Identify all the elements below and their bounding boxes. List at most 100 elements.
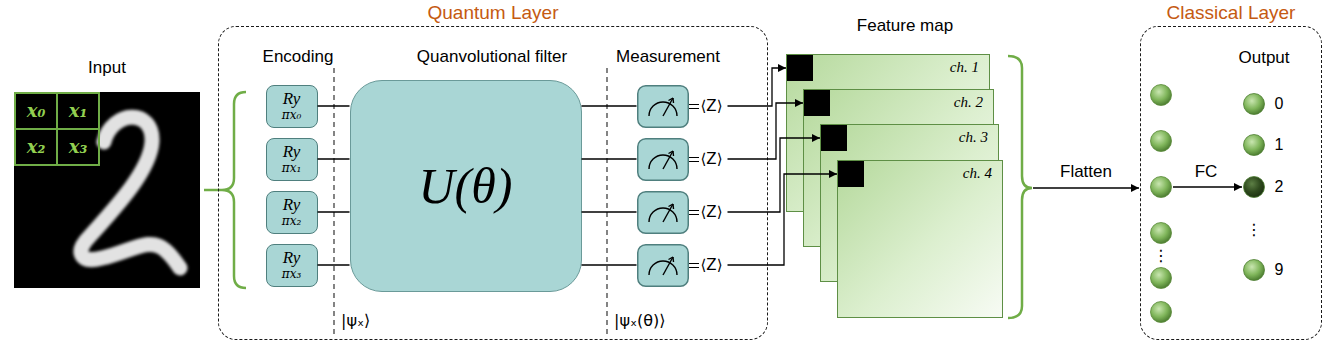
neuron-shape <box>1243 176 1265 198</box>
feature-channel: ch. 4 <box>837 160 1003 318</box>
qubit-wire <box>318 211 350 212</box>
pixel-cell: x₀ <box>14 92 58 130</box>
output-neuron: 1 <box>1243 134 1265 156</box>
meter-box <box>637 191 688 233</box>
node-label: Ry <box>283 143 301 161</box>
section-label: Quanvolutional filter <box>417 47 567 67</box>
neuron-circle <box>1243 93 1264 114</box>
node-label: x₃ <box>69 137 88 157</box>
measurement: ⟨Z⟩ <box>637 138 728 181</box>
qubit-wire <box>318 105 350 106</box>
label-slot: ⋮ <box>1153 246 1169 265</box>
node-label: πx₃ <box>282 267 301 282</box>
node-label: ⟨Z⟩ <box>701 150 723 168</box>
rotation-gate: Ryπx₃ <box>266 244 318 287</box>
node-label: Ry <box>283 196 301 214</box>
label-slot: Encoding <box>263 47 334 67</box>
node-label: πx₂ <box>282 214 301 229</box>
node-label: x₁ <box>69 101 88 121</box>
node-label: U(θ) <box>419 158 513 214</box>
meter-dial <box>649 155 677 169</box>
neuron-shape <box>1243 93 1265 115</box>
neuron-circle <box>1243 134 1264 155</box>
classical-wire <box>689 157 699 161</box>
mnist-image <box>14 92 200 288</box>
quantum-layer: Ryπx₀Ryπx₁Ryπx₂Ryπx₃U(θ)⟨Z⟩⟨Z⟩⟨Z⟩⟨Z⟩Quan… <box>218 26 768 340</box>
node-label: 1 <box>1275 134 1284 156</box>
neuron-circle <box>1243 176 1264 197</box>
meter-needle <box>663 151 673 169</box>
rotation-gate: Ryπx₂ <box>266 191 318 234</box>
ellipsis: ⋮ <box>1246 220 1262 239</box>
feature-pixel <box>804 90 830 116</box>
meter-needle-head <box>668 204 673 209</box>
measurement: ⟨Z⟩ <box>637 85 728 128</box>
feature-pixel <box>787 55 813 81</box>
unitary-box: U(θ) <box>350 80 582 292</box>
classical-layer: 0129Classical Layer <box>1140 26 1322 340</box>
meter-needle-head <box>668 151 673 156</box>
pixel-cell: x₃ <box>56 128 100 166</box>
node-label: x₂ <box>27 137 46 157</box>
neuron-shape <box>1243 134 1265 156</box>
label-slot: Feature map <box>857 16 953 36</box>
label-slot: Output <box>1238 48 1289 68</box>
measurement: ⟨Z⟩ <box>637 244 728 287</box>
node-label: x₀ <box>27 101 46 121</box>
node-label: ch. 1 <box>787 55 989 76</box>
pixel-cell: x₁ <box>56 92 100 130</box>
node-label: πx₁ <box>282 161 301 176</box>
arrow-label: FC <box>1195 162 1218 182</box>
classical-wire <box>689 210 699 214</box>
label-slot: Measurement <box>616 47 720 67</box>
input-bracket-stem <box>204 189 222 192</box>
node-label: Ry <box>283 249 301 267</box>
meter-box <box>637 138 688 180</box>
layer-title: Classical Layer <box>1141 2 1321 24</box>
meter-dial <box>649 208 677 222</box>
meter-needle <box>663 204 673 222</box>
meter-box <box>637 85 688 127</box>
node-label: πx₀ <box>282 108 301 123</box>
section-label: Measurement <box>616 47 720 67</box>
section-label: Encoding <box>263 47 334 67</box>
meter-needle-head <box>668 257 673 262</box>
output-neuron: 9 <box>1243 259 1265 281</box>
meter-box <box>637 244 688 286</box>
pixel-cell: x₂ <box>14 128 58 166</box>
neuron <box>1151 131 1172 152</box>
meter-icon <box>637 191 703 234</box>
label-slot: Quanvolutional filter <box>417 47 567 67</box>
node-label: Ry <box>283 90 301 108</box>
feature-bracket <box>1008 56 1032 318</box>
label-slot: ⋮ <box>1246 220 1262 239</box>
neuron-shape <box>1243 259 1265 281</box>
node-label: 9 <box>1275 259 1284 281</box>
node-label: ch. 3 <box>821 125 998 146</box>
state-divider <box>606 68 607 334</box>
node-label: ⟨Z⟩ <box>701 203 723 221</box>
neuron <box>1151 177 1172 198</box>
qubit-wire <box>318 264 350 265</box>
meter-icon <box>637 244 703 287</box>
fc-arrow <box>1173 186 1242 187</box>
neuron-circle <box>1243 259 1264 280</box>
feature-pixel <box>838 161 864 187</box>
node-label: ⟨Z⟩ <box>701 256 723 274</box>
state-label: |ψₓ(θ)⟩ <box>614 311 666 330</box>
label-slot: |ψₓ(θ)⟩ <box>614 311 666 330</box>
state-divider <box>333 68 334 334</box>
node-label: ch. 2 <box>804 90 993 111</box>
section-label: Output <box>1238 48 1289 68</box>
digit-stroke <box>81 117 180 268</box>
measurement: ⟨Z⟩ <box>637 191 728 234</box>
label-slot: Flatten <box>1060 162 1112 182</box>
label-slot: |ψₓ⟩ <box>341 311 370 330</box>
feature-pixel <box>821 125 847 151</box>
qubit-wire <box>582 158 637 159</box>
meter-needle <box>663 257 673 275</box>
qubit-wire <box>318 158 350 159</box>
node-label: ⟨Z⟩ <box>701 97 723 115</box>
arrow-label: Flatten <box>1060 162 1112 182</box>
